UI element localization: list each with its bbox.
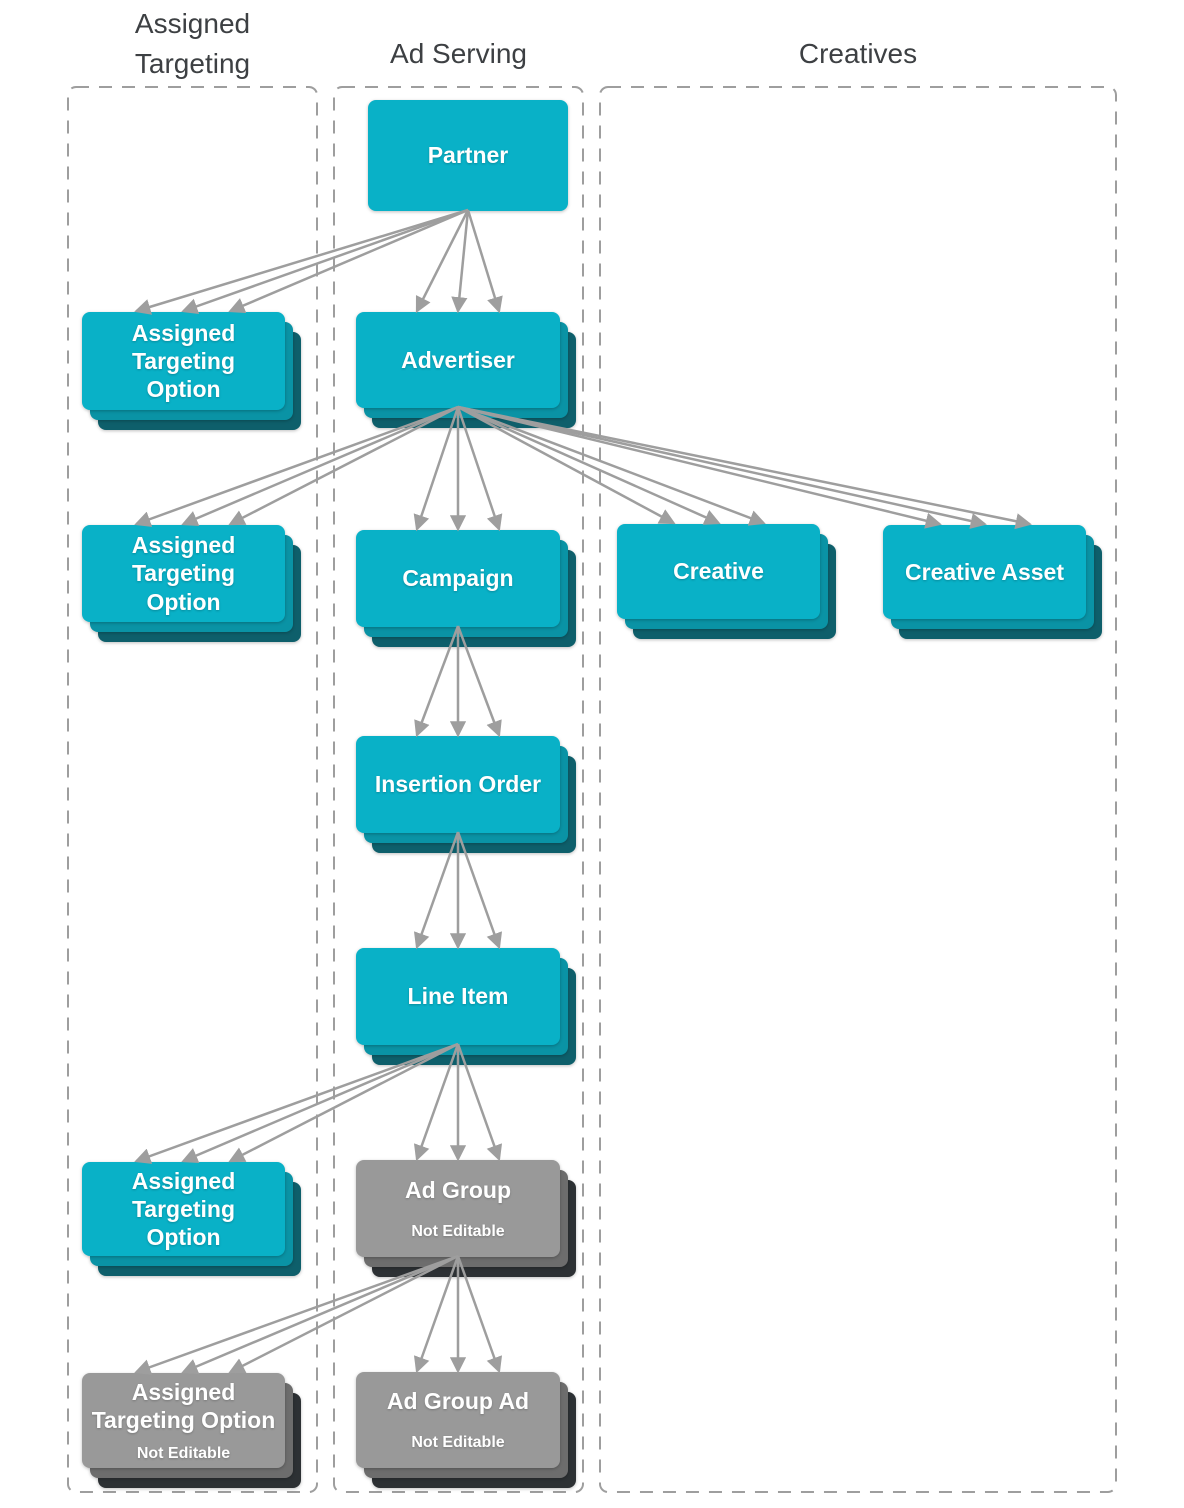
node-label: Partner [427,142,509,169]
node-label: Creative Asset [905,558,1064,585]
node-insertion-order-box: Insertion Order [356,736,560,833]
node-label: Option [146,588,221,615]
not-editable-badge: Not Editable [411,1434,505,1452]
column-header-line: Creatives [798,38,918,69]
node-label: Campaign [402,565,514,592]
node-campaign: Campaign [356,530,576,647]
node-advertiser-box: Advertiser [356,312,560,408]
node-label: Targeting [131,1195,236,1222]
not-editable-badge: Not Editable [411,1222,505,1240]
node-label: Ad Group [404,1176,512,1203]
node-creative-asset-box: Creative Asset [883,525,1086,619]
node-ad-group-ad-box: Ad Group Ad Not Editable [356,1372,560,1468]
node-label: Creative [673,558,764,585]
column-header-line: Ad Serving [390,38,527,69]
node-label: Option [146,376,221,403]
node-label: Ad Group Ad [386,1388,530,1415]
column-header-creatives: Creatives [549,34,1167,74]
node-label: Targeting [131,560,236,587]
node-label: Line Item [407,983,509,1010]
node-label: Assigned [131,1378,236,1405]
node-partner-box: Partner [368,100,568,211]
column-header-line: Targeting [134,47,251,79]
node-creative: Creative [617,524,836,639]
node-label: Targeting [131,347,236,374]
node-creative-asset: Creative Asset [883,525,1102,639]
column-header-ad-serving: Ad Serving [283,34,634,74]
node-label: Assigned [131,1167,236,1194]
node-campaign-box: Campaign [356,530,560,627]
node-advertiser: Advertiser [356,312,576,428]
node-label: Assigned [131,532,236,559]
node-label: Option [146,1224,221,1251]
node-ad-group-ad: Ad Group Ad Not Editable [356,1372,576,1488]
node-line-item: Line Item [356,948,576,1065]
node-label: Assigned [131,319,236,346]
node-line-item-box: Line Item [356,948,560,1045]
node-label: Targeting Option [91,1406,276,1433]
node-creative-box: Creative [617,524,820,619]
column-header-line: Assigned [134,8,251,39]
not-editable-badge: Not Editable [136,1444,231,1462]
node-insertion-order: Insertion Order [356,736,576,853]
node-label: Advertiser [401,346,515,373]
node-partner: Partner [368,100,584,231]
node-label: Insertion Order [374,771,542,798]
